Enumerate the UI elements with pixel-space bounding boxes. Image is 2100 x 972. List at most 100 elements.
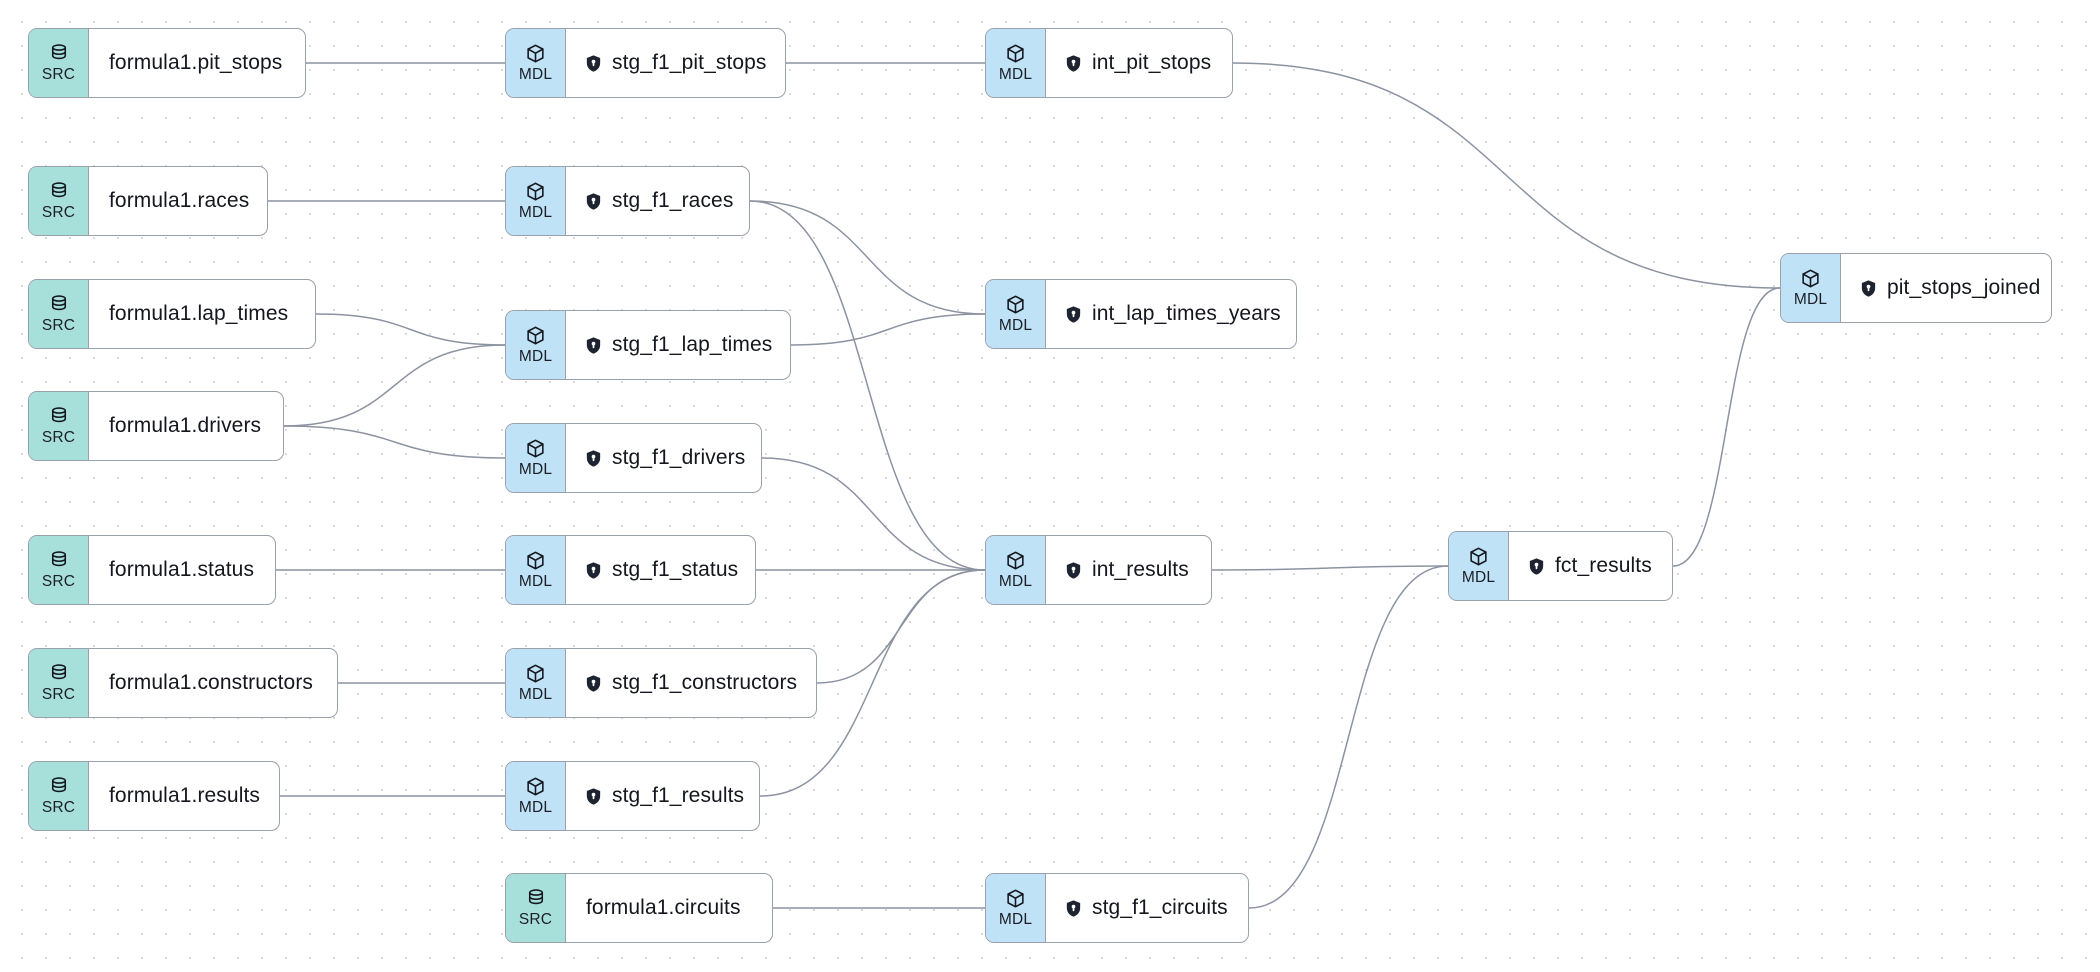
edge-stg_drivers-to-int_results xyxy=(761,457,986,571)
node-label: formula1.status xyxy=(109,558,255,581)
node-body: formula1.circuits xyxy=(566,874,772,942)
cube-icon xyxy=(525,325,546,347)
badge-label: SRC xyxy=(41,798,76,816)
node-label: formula1.pit_stops xyxy=(109,51,283,74)
shield-lock-icon xyxy=(1064,305,1083,324)
graph-node-stg_circuits[interactable]: MDL stg_f1_circuits xyxy=(985,873,1249,943)
database-icon xyxy=(49,663,69,685)
node-label: formula1.results xyxy=(109,784,260,807)
edge-src_drivers-to-stg_drivers xyxy=(283,425,506,459)
node-label: fct_results xyxy=(1555,554,1652,577)
model-badge: MDL xyxy=(986,280,1046,348)
node-body: int_lap_times_years xyxy=(1046,280,1296,348)
edge-stg_races-to-int_lap_times_years xyxy=(749,200,986,315)
cube-icon xyxy=(525,776,546,798)
model-badge: MDL xyxy=(1449,532,1509,600)
node-label: int_pit_stops xyxy=(1092,51,1212,74)
model-badge: MDL xyxy=(986,874,1046,942)
graph-node-src_constructors[interactable]: SRC formula1.constructors xyxy=(28,648,338,718)
node-body: int_pit_stops xyxy=(1046,29,1232,97)
cube-icon xyxy=(1005,550,1026,572)
node-label: stg_f1_races xyxy=(612,189,734,212)
edge-stg_lap_times-to-int_lap_times_years xyxy=(790,313,986,346)
shield-lock-icon xyxy=(584,449,603,468)
database-icon xyxy=(49,43,69,65)
node-label: stg_f1_status xyxy=(612,558,739,581)
database-icon xyxy=(49,550,69,572)
graph-node-stg_races[interactable]: MDL stg_f1_races xyxy=(505,166,750,236)
graph-node-stg_lap_times[interactable]: MDL stg_f1_lap_times xyxy=(505,310,791,380)
shield-lock-icon xyxy=(584,336,603,355)
graph-node-src_lap_times[interactable]: SRC formula1.lap_times xyxy=(28,279,316,349)
edge-int_pit_stops-to-pit_stops_joined xyxy=(1232,62,1781,289)
badge-label: MDL xyxy=(518,798,553,816)
graph-node-src_results[interactable]: SRC formula1.results xyxy=(28,761,280,831)
graph-node-src_status[interactable]: SRC formula1.status xyxy=(28,535,276,605)
shield-lock-icon xyxy=(584,192,603,211)
badge-label: MDL xyxy=(518,65,553,83)
node-label: formula1.constructors xyxy=(109,671,314,694)
graph-node-stg_results[interactable]: MDL stg_f1_results xyxy=(505,761,760,831)
graph-node-stg_status[interactable]: MDL stg_f1_status xyxy=(505,535,756,605)
edge-src_lap_times-to-stg_lap_times xyxy=(315,313,506,346)
shield-lock-icon xyxy=(1064,561,1083,580)
cube-icon xyxy=(1800,268,1821,290)
source-badge: SRC xyxy=(29,167,89,235)
badge-label: MDL xyxy=(518,685,553,703)
node-label: int_results xyxy=(1092,558,1189,581)
cube-icon xyxy=(1005,294,1026,316)
node-body: fct_results xyxy=(1509,532,1672,600)
source-badge: SRC xyxy=(29,649,89,717)
badge-label: MDL xyxy=(518,347,553,365)
database-icon xyxy=(49,294,69,316)
node-body: stg_f1_results xyxy=(566,762,759,830)
shield-lock-icon xyxy=(584,561,603,580)
node-body: formula1.status xyxy=(89,536,275,604)
source-badge: SRC xyxy=(29,280,89,348)
cube-icon xyxy=(1005,888,1026,910)
source-badge: SRC xyxy=(29,29,89,97)
shield-lock-icon xyxy=(584,674,603,693)
model-badge: MDL xyxy=(506,762,566,830)
node-body: formula1.results xyxy=(89,762,279,830)
graph-node-fct_results[interactable]: MDL fct_results xyxy=(1448,531,1673,601)
model-badge: MDL xyxy=(506,536,566,604)
badge-label: SRC xyxy=(41,685,76,703)
database-icon xyxy=(49,406,69,428)
graph-node-stg_drivers[interactable]: MDL stg_f1_drivers xyxy=(505,423,762,493)
node-label: formula1.lap_times xyxy=(109,302,289,325)
badge-label: MDL xyxy=(998,65,1033,83)
node-body: formula1.races xyxy=(89,167,267,235)
badge-label: MDL xyxy=(518,203,553,221)
shield-lock-icon xyxy=(1064,54,1083,73)
node-body: stg_f1_status xyxy=(566,536,755,604)
badge-label: MDL xyxy=(998,316,1033,334)
model-badge: MDL xyxy=(1781,254,1841,322)
graph-node-int_lap_times_years[interactable]: MDL int_lap_times_years xyxy=(985,279,1297,349)
edge-stg_races-to-int_results xyxy=(749,200,986,571)
badge-label: SRC xyxy=(41,203,76,221)
graph-node-src_pit_stops[interactable]: SRC formula1.pit_stops xyxy=(28,28,306,98)
node-body: stg_f1_lap_times xyxy=(566,311,790,379)
model-badge: MDL xyxy=(506,424,566,492)
node-body: formula1.lap_times xyxy=(89,280,315,348)
badge-label: MDL xyxy=(518,460,553,478)
model-badge: MDL xyxy=(986,29,1046,97)
edge-stg_constructors-to-int_results xyxy=(816,569,986,684)
node-body: stg_f1_drivers xyxy=(566,424,761,492)
graph-node-src_races[interactable]: SRC formula1.races xyxy=(28,166,268,236)
graph-node-int_pit_stops[interactable]: MDL int_pit_stops xyxy=(985,28,1233,98)
cube-icon xyxy=(525,43,546,65)
node-body: stg_f1_circuits xyxy=(1046,874,1248,942)
source-badge: SRC xyxy=(29,536,89,604)
badge-label: MDL xyxy=(998,910,1033,928)
node-body: formula1.drivers xyxy=(89,392,283,460)
database-icon xyxy=(49,776,69,798)
